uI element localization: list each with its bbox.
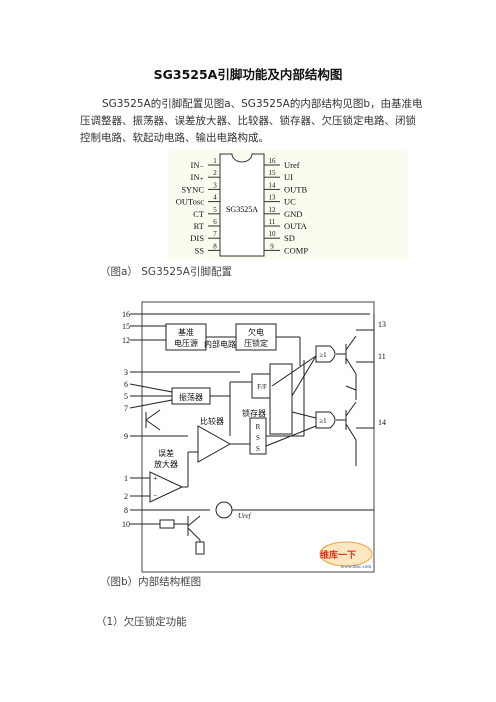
error-amp-line2: 放大器 xyxy=(154,459,178,469)
flipflop-label: F/F xyxy=(257,383,267,391)
ref-block-line2: 电压源 xyxy=(174,338,198,348)
block-pin-number: 15 xyxy=(122,322,130,331)
block-pin-number: 5 xyxy=(124,392,128,401)
uref-source-label: Uref xyxy=(238,512,252,520)
figure-b-block-diagram: 基准 电压源 欠电 压锁定 内部电路 振荡器 F/F 锁存器 R S S 比较器… xyxy=(122,301,386,573)
watermark-url: www.dzsc.com xyxy=(341,565,372,570)
pin-number: 14 xyxy=(269,181,277,189)
block-pin-number: 12 xyxy=(122,336,130,345)
pin-number: 5 xyxy=(213,206,217,214)
block-pin-number: 16 xyxy=(122,310,130,319)
pin-name: RT xyxy=(194,221,205,231)
figure-b-caption: （图b）内部结构框图 xyxy=(100,576,202,588)
pin-number: 13 xyxy=(269,194,277,202)
comparator-label: 比较器 xyxy=(200,416,224,426)
pin-name: CT xyxy=(193,209,205,219)
block-pin-number: 9 xyxy=(124,432,128,441)
latch-s2: S xyxy=(256,445,260,453)
pin-number: 6 xyxy=(213,218,217,226)
figure-a-pinout: SG3525A 1IN₋2IN₊3SYNC4OUTosc5CT6RT7DIS8S… xyxy=(168,150,408,260)
uvlo-block-line2: 压锁定 xyxy=(244,338,268,348)
block-pin-number: 7 xyxy=(124,404,128,413)
pin-name: SYNC xyxy=(181,184,204,194)
pin-name: IN₋ xyxy=(191,160,205,170)
pin-number: 9 xyxy=(270,242,274,250)
block-pin-number: 2 xyxy=(124,492,128,501)
chip-label: SG3525A xyxy=(226,205,258,214)
pin-number: 15 xyxy=(269,169,277,177)
error-amp-line1: 误差 xyxy=(158,448,174,458)
pin-number: 10 xyxy=(269,230,277,238)
block-pin-number: 8 xyxy=(124,506,128,515)
pin-name: OUTB xyxy=(284,184,307,194)
gate2-label: ≥1 xyxy=(319,417,327,425)
pin-name: DIS xyxy=(190,233,204,243)
block-pin-number: 11 xyxy=(378,352,386,361)
block-pin-number: 3 xyxy=(124,368,128,377)
pin-name: GND xyxy=(284,209,302,219)
pin-number: 1 xyxy=(213,157,217,165)
pin-name: OUTA xyxy=(284,221,308,231)
pin-name: Uref xyxy=(284,160,300,170)
erramp-minus: − xyxy=(153,491,158,500)
page-title: SG3525A引脚功能及内部结构图 xyxy=(153,67,343,82)
pin-number: 2 xyxy=(213,169,217,177)
latch-r: R xyxy=(256,423,261,431)
internal-circuit-label: 内部电路 xyxy=(204,339,236,349)
pin-name: UI xyxy=(284,172,293,182)
pin-name: IN₊ xyxy=(191,172,205,182)
pin-number: 12 xyxy=(269,206,277,214)
block-pin-number: 1 xyxy=(124,474,128,483)
pin-name: UC xyxy=(284,197,296,207)
latch-label: 锁存器 xyxy=(242,408,266,418)
pin-name: OUTosc xyxy=(176,197,204,207)
section-heading: （1）欠压锁定功能 xyxy=(96,616,187,628)
pin-number: 3 xyxy=(213,181,217,189)
pin-name: COMP xyxy=(284,245,308,255)
pin-number: 16 xyxy=(269,157,277,165)
erramp-plus: + xyxy=(153,474,158,483)
block-pin-number: 10 xyxy=(122,520,130,529)
ref-block-line1: 基准 xyxy=(178,327,194,337)
uvlo-block-line1: 欠电 xyxy=(248,327,264,337)
pin-name: SS xyxy=(195,245,205,255)
pin-number: 8 xyxy=(213,242,217,250)
block-pin-number: 14 xyxy=(378,418,386,427)
intro-paragraph: SG3525A的引脚配置见图a、SG3525A的内部结构见图b，由基准电压调整器… xyxy=(80,98,423,144)
gate1-label: ≥1 xyxy=(319,351,327,359)
block-pin-number: 13 xyxy=(378,320,386,329)
figure-a-caption: （图a） SG3525A引脚配置 xyxy=(100,266,232,278)
pin-name: SD xyxy=(284,233,295,243)
pin-number: 11 xyxy=(269,218,276,226)
block-pin-number: 6 xyxy=(124,380,128,389)
watermark-logo-text: 维库一下 xyxy=(320,549,356,561)
latch-s1: S xyxy=(256,434,260,442)
pin-number: 7 xyxy=(213,230,217,238)
oscillator-label: 振荡器 xyxy=(179,392,203,402)
pin-number: 4 xyxy=(213,194,217,202)
